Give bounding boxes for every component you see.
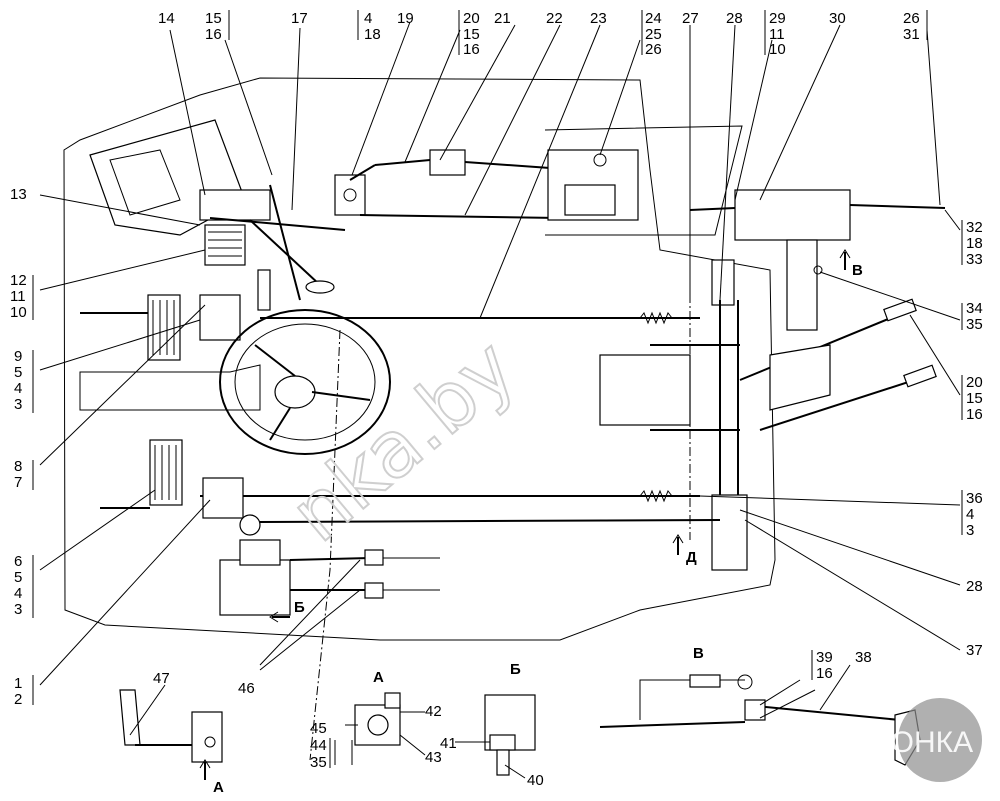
callout-11: 11 — [769, 26, 785, 43]
console-plate — [544, 125, 743, 236]
callout-31: 31 — [903, 26, 920, 43]
callout-19: 19 — [397, 10, 414, 27]
callout-6: 6 — [14, 553, 22, 570]
callout-42: 42 — [425, 703, 442, 720]
arrow-label-v: В — [852, 262, 863, 279]
callout-44: 44 — [310, 737, 327, 754]
watermark: nka.by — [274, 323, 532, 560]
callout-20b: 20 — [966, 374, 983, 391]
callout-4: 4 — [364, 10, 372, 27]
callout-11b: 11 — [10, 288, 26, 305]
callout-8: 8 — [14, 458, 22, 475]
callout-2: 2 — [14, 691, 22, 708]
callout-35b: 35 — [310, 754, 327, 771]
detail-view-b — [484, 694, 536, 776]
callout-18: 18 — [364, 26, 381, 43]
svg-text:АГРОНКА: АГРОНКА — [835, 726, 973, 759]
callout-4d: 4 — [966, 506, 974, 523]
upper-linkage — [334, 149, 639, 221]
leader-lines — [39, 21, 961, 779]
spring-upper — [639, 311, 673, 325]
spring-lower — [639, 489, 673, 503]
callout-29: 29 — [769, 10, 786, 27]
callout-41: 41 — [440, 735, 457, 752]
callout-3: 3 — [14, 396, 22, 413]
detail-47 — [119, 689, 223, 763]
view-label-b: Б — [510, 661, 521, 678]
callout-labels: 14 15 16 17 4 18 19 20 15 16 21 22 23 24… — [10, 10, 983, 796]
callout-38: 38 — [855, 649, 872, 666]
callout-23: 23 — [590, 10, 607, 27]
callout-25: 25 — [645, 26, 662, 43]
callout-24: 24 — [645, 10, 662, 27]
callout-27: 27 — [682, 10, 699, 27]
callout-34: 34 — [966, 300, 983, 317]
callout-37: 37 — [966, 642, 983, 659]
callout-5b: 5 — [14, 569, 22, 586]
callout-32: 32 — [966, 219, 983, 236]
callout-18b: 18 — [966, 235, 983, 252]
callout-30: 30 — [829, 10, 846, 27]
view-label-v: В — [693, 645, 704, 662]
callout-15c: 15 — [966, 390, 983, 407]
cab-floor-outline — [63, 77, 776, 641]
callout-16b: 16 — [463, 41, 480, 58]
callout-15: 15 — [205, 10, 222, 27]
callout-22: 22 — [546, 10, 563, 27]
callout-16d: 16 — [816, 665, 833, 682]
callout-17: 17 — [291, 10, 308, 27]
callout-20: 20 — [463, 10, 480, 27]
control-block-upper — [89, 119, 346, 311]
arrow-label-b: Б — [294, 599, 305, 616]
pedal-lower — [100, 439, 244, 519]
callout-43: 43 — [425, 749, 442, 766]
callout-separators — [32, 10, 963, 768]
callout-13: 13 — [10, 186, 27, 203]
callout-46: 46 — [238, 680, 255, 697]
callout-33: 33 — [966, 251, 983, 268]
callout-3c: 3 — [966, 522, 974, 539]
callout-28: 28 — [726, 10, 743, 27]
arrow-label-d: Д — [686, 549, 697, 566]
callout-40: 40 — [527, 772, 544, 789]
callout-10b: 10 — [10, 304, 27, 321]
callout-15b: 15 — [463, 26, 480, 43]
rod-bottom — [259, 519, 721, 523]
callout-16: 16 — [205, 26, 222, 43]
brake-valve-assembly — [219, 514, 440, 616]
callout-9: 9 — [14, 348, 22, 365]
callout-45: 45 — [310, 720, 327, 737]
callout-36: 36 — [966, 490, 983, 507]
callout-4b: 4 — [14, 380, 22, 397]
callout-7: 7 — [14, 474, 22, 491]
right-linkage — [599, 189, 946, 571]
callout-21: 21 — [494, 10, 511, 27]
view-arrows — [199, 249, 851, 780]
steering-wheel — [219, 309, 391, 455]
callout-12: 12 — [10, 272, 27, 289]
callout-4c: 4 — [14, 585, 22, 602]
callout-1: 1 — [14, 675, 22, 692]
steering-column-bracket — [79, 364, 261, 411]
callout-26: 26 — [645, 41, 662, 58]
agronka-logo: АГРОНКА — [835, 698, 982, 782]
callout-10: 10 — [769, 41, 786, 58]
callout-5: 5 — [14, 364, 22, 381]
arrow-label-a: А — [213, 779, 224, 796]
view-label-a: А — [373, 669, 384, 686]
callout-28b: 28 — [966, 578, 983, 595]
callout-3b: 3 — [14, 601, 22, 618]
callout-26b: 26 — [903, 10, 920, 27]
callout-14: 14 — [158, 10, 175, 27]
callout-39: 39 — [816, 649, 833, 666]
center-axis — [309, 329, 341, 761]
callout-16c: 16 — [966, 406, 983, 423]
detail-view-a — [354, 692, 401, 746]
callout-47: 47 — [153, 670, 170, 687]
callout-35: 35 — [966, 316, 983, 333]
